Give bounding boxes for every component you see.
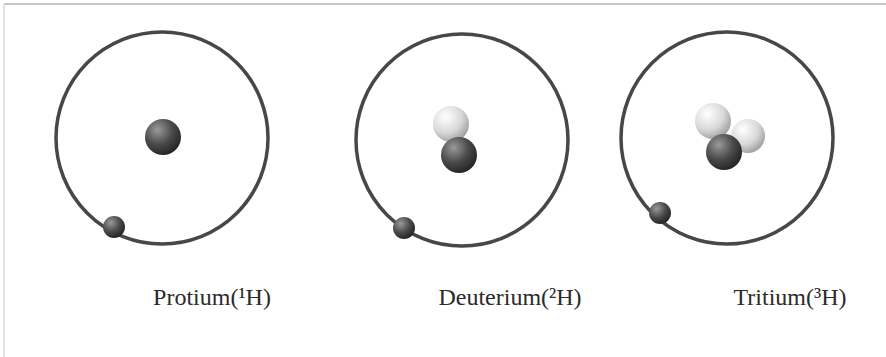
proton <box>706 134 742 170</box>
proton <box>145 119 181 155</box>
electron <box>393 217 415 239</box>
protium-atom <box>56 32 268 244</box>
isotope-label: Deuterium(²H) <box>438 283 581 312</box>
electron-orbit <box>621 32 833 244</box>
electron-orbit <box>356 34 568 246</box>
isotope-label: Protium(¹H) <box>153 283 271 312</box>
tritium-atom <box>621 32 833 244</box>
frame-line <box>4 4 5 357</box>
frame-line <box>4 3 886 5</box>
proton <box>441 137 477 173</box>
electron <box>103 216 125 238</box>
deuterium-atom <box>356 34 568 246</box>
electron-orbit <box>56 32 268 244</box>
neutron <box>695 103 731 139</box>
electron <box>649 202 671 224</box>
neutron <box>433 106 469 142</box>
isotope-label: Tritium(³H) <box>734 283 847 312</box>
